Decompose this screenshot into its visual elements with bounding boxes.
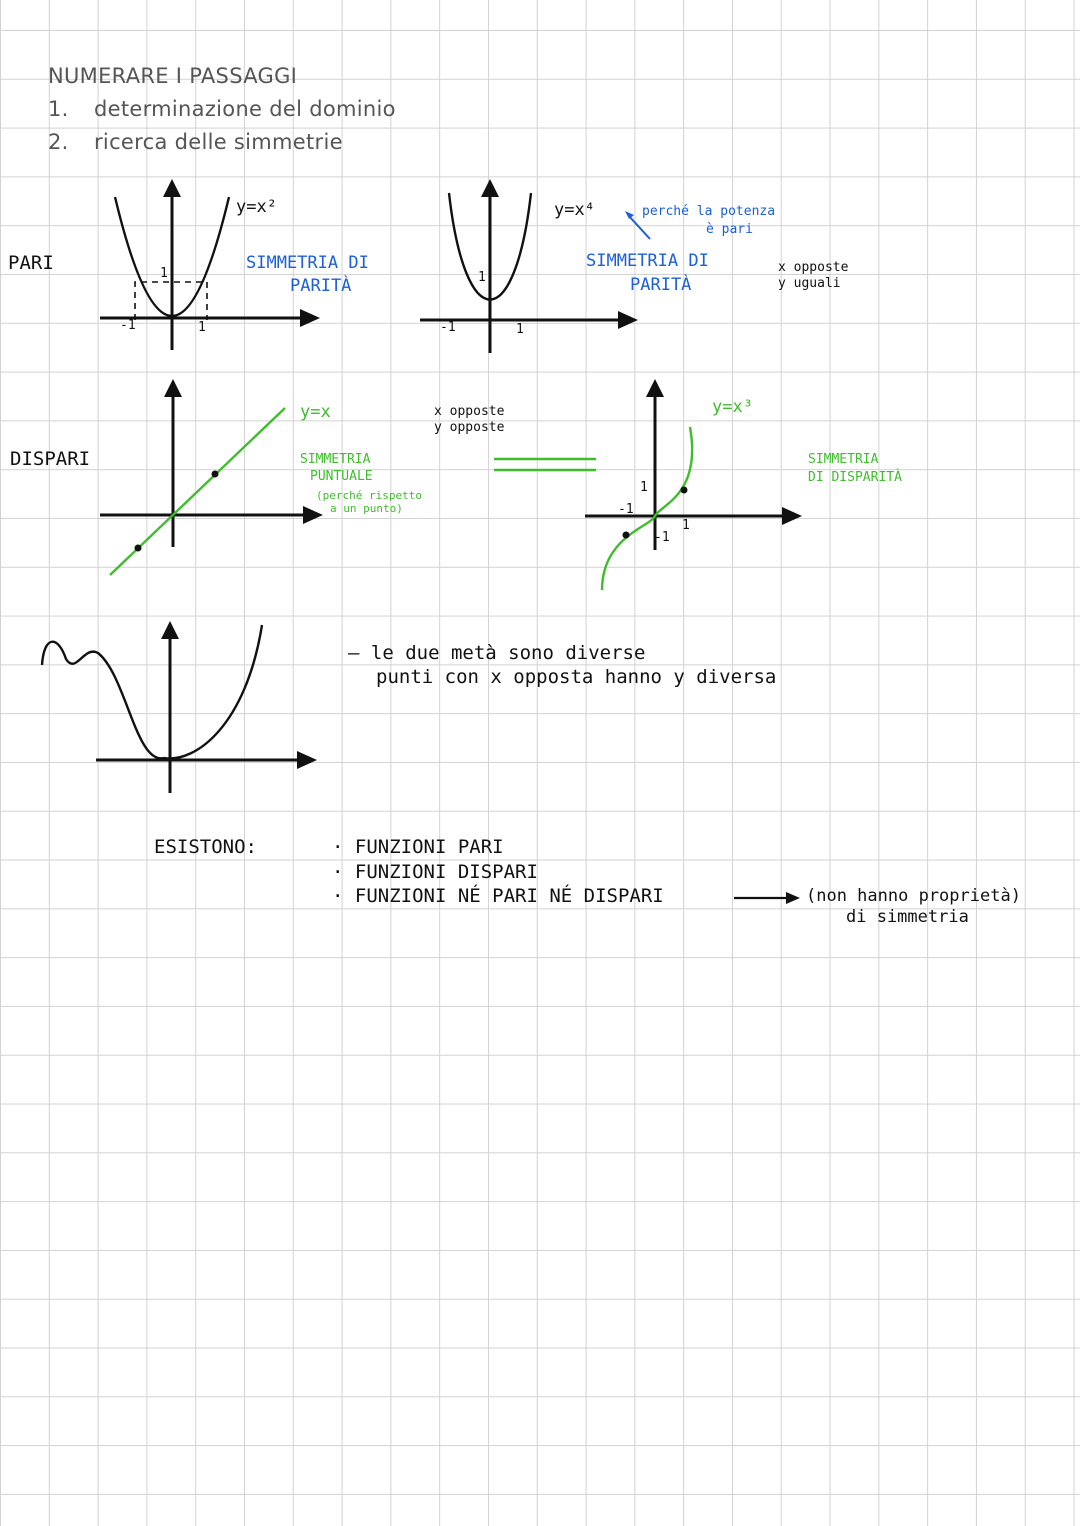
step-1-text: determinazione del dominio <box>94 97 396 121</box>
graph-linear-x <box>100 379 323 576</box>
graph-cubic-x3 <box>585 379 802 591</box>
tick-neg-1: -1 <box>120 318 136 333</box>
note-rispetto-punto-b: a un punto) <box>330 502 403 515</box>
tick-yneg-3: -1 <box>654 530 670 545</box>
arrow-to-aside <box>734 892 800 904</box>
tick-neg-3: -1 <box>618 502 634 517</box>
step-2-text: ricerca delle simmetrie <box>94 130 343 154</box>
graph-neither <box>40 621 317 793</box>
esistono-item-dispari: · FUNZIONI DISPARI <box>332 861 538 883</box>
note-simmetria-disparita-b: DI DISPARITÀ <box>808 470 902 485</box>
step-1-number: 1. <box>48 97 69 121</box>
note-simmetria-parita-1b: PARITÀ <box>290 276 352 296</box>
rule-y-opposte: y opposte <box>434 420 505 435</box>
reason-potenza-line1: perché la potenza <box>642 204 776 219</box>
tick-pos-2: 1 <box>516 322 524 337</box>
graph-parabola-x2 <box>100 179 320 350</box>
reason-potenza-line2: è pari <box>706 222 753 237</box>
equation-x2: y=x² <box>236 197 277 217</box>
equation-x4: y=x⁴ <box>554 200 595 220</box>
row-label-dispari: DISPARI <box>10 448 91 470</box>
row-label-pari: PARI <box>8 252 54 274</box>
note-rispetto-punto-a: (perché rispetto <box>316 489 422 502</box>
note-y-diversa: punti con x opposta hanno y diversa <box>376 666 777 688</box>
tick-neg-2: -1 <box>440 320 456 335</box>
rule-y-uguali: y uguali <box>778 276 841 291</box>
tick-pos-1: 1 <box>198 320 206 335</box>
tick-y-3: 1 <box>640 480 648 495</box>
equation-x: y=x <box>300 402 331 422</box>
note-simmetria-parita-1a: SIMMETRIA DI <box>246 253 369 273</box>
esistono-item-neither: · FUNZIONI NÉ PARI NÉ DISPARI <box>332 885 664 907</box>
esistono-item-dispari-text: FUNZIONI DISPARI <box>354 861 538 883</box>
equation-x3: y=x³ <box>712 397 753 417</box>
note-simmetria-disparita-a: SIMMETRIA <box>808 452 879 467</box>
tick-pos-3: 1 <box>682 518 690 533</box>
rule-x-opposte: x opposte <box>778 260 849 275</box>
note-simmetria-puntuale-b: PUNTUALE <box>310 469 373 484</box>
rule-x-opposte-2: x opposte <box>434 404 505 419</box>
tick-y-2: 1 <box>478 270 486 285</box>
note-simmetria-parita-2b: PARITÀ <box>630 275 692 295</box>
page-title: NUMERARE I PASSAGGI <box>48 64 298 88</box>
note-meta-diverse: – le due metà sono diverse <box>348 642 646 664</box>
esistono-item-neither-text: FUNZIONI NÉ PARI NÉ DISPARI <box>354 885 664 907</box>
aside-no-symmetry-line1: (non hanno proprietà) <box>806 886 1021 906</box>
aside-no-symmetry-line2: di simmetria <box>846 907 969 927</box>
step-2-number: 2. <box>48 130 69 154</box>
esistono-label: ESISTONO: <box>154 836 257 858</box>
graph-quartic-x4 <box>420 179 638 353</box>
esistono-item-pari: · FUNZIONI PARI <box>332 836 504 858</box>
note-simmetria-parita-2a: SIMMETRIA DI <box>586 251 709 271</box>
note-simmetria-puntuale-a: SIMMETRIA <box>300 452 371 467</box>
equals-sign <box>494 457 596 472</box>
tick-y-1: 1 <box>160 266 168 281</box>
esistono-item-pari-text: FUNZIONI PARI <box>354 836 504 858</box>
arrow-to-reason <box>625 211 651 240</box>
